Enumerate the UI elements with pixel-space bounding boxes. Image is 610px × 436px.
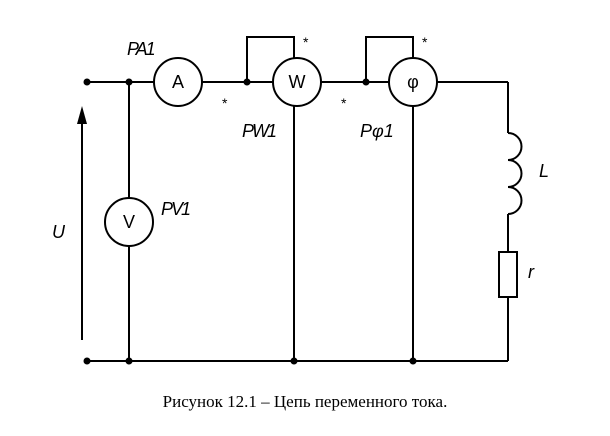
phasemeter-ref-label: Pφ1	[360, 121, 394, 141]
junction-wattmeter-bottom	[290, 357, 298, 365]
junction-voltmeter-top	[125, 78, 133, 86]
phasemeter-voltage-loop	[365, 36, 414, 82]
wattmeter-voltage-mark: *	[303, 34, 309, 50]
voltmeter: V	[104, 197, 154, 247]
voltage-label: U	[52, 222, 66, 242]
wattmeter-symbol: W	[289, 72, 306, 92]
resistance-label: r	[528, 262, 535, 282]
wattmeter: W	[272, 57, 322, 107]
phasemeter-current-mark: *	[341, 95, 347, 111]
wattmeter-ref-label: PW1	[242, 121, 276, 141]
ammeter-circle	[153, 57, 203, 107]
ammeter-symbol: A	[172, 72, 184, 92]
ammeter-ref-label: PA1	[127, 39, 155, 59]
voltmeter-symbol: V	[123, 212, 135, 232]
junction-phasemeter-bottom	[409, 357, 417, 365]
inductance-label: L	[539, 161, 549, 181]
voltmeter-circle	[104, 197, 154, 247]
junction-wattmeter-loop	[243, 78, 251, 86]
voltmeter-ref-label: PV1	[161, 199, 190, 219]
wattmeter-circle	[272, 57, 322, 107]
inductor-coil	[507, 132, 523, 215]
junction-voltmeter-bottom	[125, 357, 133, 365]
circuit-diagram: A W φ V * * * * PA1 PW1 Pφ1 PV1 U L r	[52, 34, 549, 365]
phasemeter: φ	[388, 57, 438, 107]
phasemeter-voltage-mark: *	[422, 34, 428, 50]
resistor-body	[498, 251, 518, 298]
phasemeter-circle	[388, 57, 438, 107]
input-terminal-bottom	[83, 357, 91, 365]
ammeter: A	[153, 57, 203, 107]
phasemeter-symbol: φ	[407, 72, 419, 92]
voltage-arrow-head	[77, 106, 87, 124]
wattmeter-current-mark: *	[222, 95, 228, 111]
input-terminal-top	[83, 78, 91, 86]
figure-caption: Рисунок 12.1 – Цепь переменного тока.	[162, 392, 448, 411]
wattmeter-voltage-loop	[246, 36, 295, 82]
junction-phasemeter-loop	[362, 78, 370, 86]
